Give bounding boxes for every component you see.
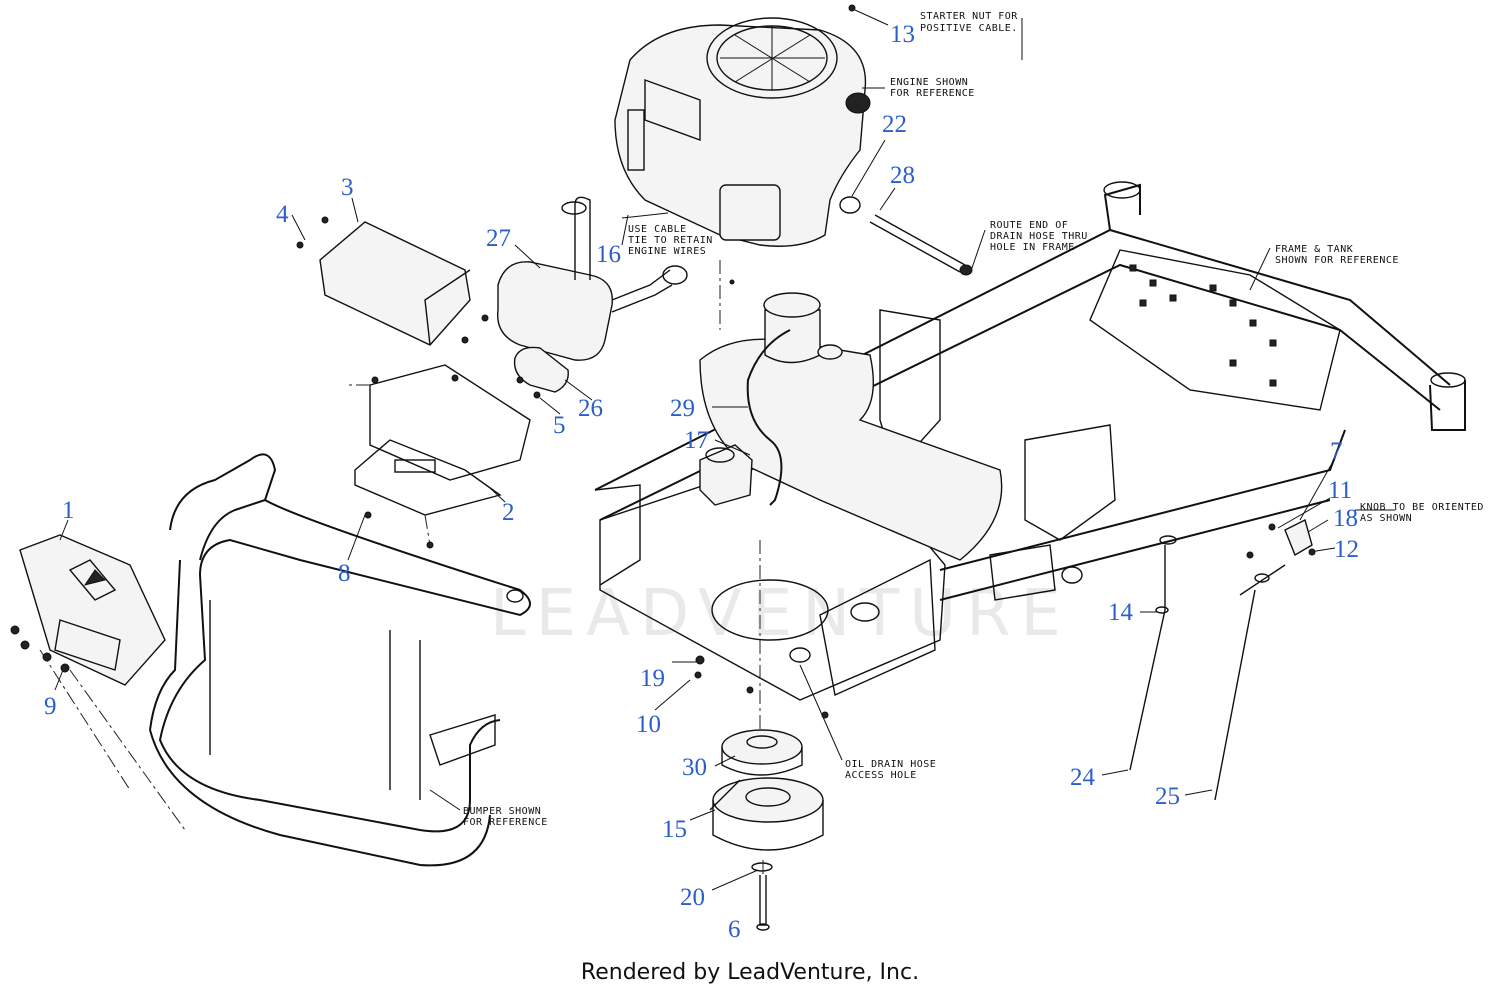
mounting-bracket [354,364,531,516]
callout-20: 20 [680,884,705,911]
callout-5: 5 [553,412,566,439]
throttle-cable [1214,564,1286,801]
note-frame-tank-2: SHOWN FOR REFERENCE [1275,255,1399,266]
note-bumper-1: BUMPER SHOWN [463,806,541,817]
footer-credit: Rendered by LeadVenture, Inc. [580,960,920,985]
callout-28: 28 [890,162,915,189]
callout-10: 10 [636,711,661,738]
callout-14: 14 [1108,599,1134,626]
fuel-tank [699,292,1003,561]
callout-9: 9 [44,693,57,720]
callout-2: 2 [502,499,515,526]
front-plate [19,534,166,686]
note-drain-hose-2: DRAIN HOSE THRU [990,231,1088,242]
callout-6: 6 [728,916,741,943]
callout-16: 16 [596,241,621,268]
callout-7: 7 [1330,438,1343,465]
engine [614,17,871,247]
frame-assembly [594,181,1466,701]
muffler [496,196,688,393]
callout-27: 27 [486,225,511,252]
callout-3: 3 [341,174,354,201]
bumper [149,453,531,867]
callout-18: 18 [1333,505,1358,532]
note-starter-nut-1: STARTER NUT FOR [920,11,1018,22]
note-oil-drain-1: OIL DRAIN HOSE [845,759,936,770]
choke-cable [1129,535,1177,771]
callout-26: 26 [578,395,603,422]
note-knob-1: KNOB TO BE ORIENTED [1360,502,1484,513]
drain-hose [839,196,973,276]
callout-17: 17 [684,427,709,454]
callout-4: 4 [276,201,289,228]
callout-30: 30 [682,754,707,781]
callout-15: 15 [662,816,687,843]
clutch-bolt [756,875,770,931]
callout-13: 13 [890,21,915,48]
callout-8: 8 [338,560,351,587]
callout-24: 24 [1070,764,1096,791]
callout-25: 25 [1155,783,1180,810]
note-drain-hose-3: HOLE IN FRAME [990,242,1075,253]
starter-solenoid [699,444,753,506]
hardware [10,4,1316,719]
assembly-lines [39,260,764,875]
note-engine-ref-2: FOR REFERENCE [890,88,975,99]
note-engine-ref-1: ENGINE SHOWN [890,77,968,88]
note-starter-nut-2: POSITIVE CABLE. [920,23,1018,34]
callout-12: 12 [1334,536,1359,563]
note-cable-tie-2: TIE TO RETAIN [628,235,713,246]
callout-22: 22 [882,111,907,138]
note-bumper-2: FOR REFERENCE [463,817,548,828]
note-cable-tie-3: ENGINE WIRES [628,246,706,257]
note-oil-drain-2: ACCESS HOLE [845,770,917,781]
knob-bracket [1284,518,1313,557]
electric-clutch [709,777,824,872]
heat-shield [319,221,471,346]
callout-29: 29 [670,395,695,422]
parts-diagram: LEADVENTURE [10,4,1484,943]
callout-11: 11 [1328,477,1352,504]
callout-19: 19 [640,665,665,692]
pulley [721,729,803,776]
callout-numbers: 1 2 3 4 5 6 7 8 9 10 11 12 13 14 15 16 1… [44,21,1359,943]
note-knob-2: AS SHOWN [1360,513,1412,524]
annotation-notes: STARTER NUT FOR POSITIVE CABLE. ENGINE S… [463,11,1484,828]
note-frame-tank-1: FRAME & TANK [1275,244,1353,255]
note-drain-hose-1: ROUTE END OF [990,220,1068,231]
callout-1: 1 [62,497,75,524]
note-cable-tie-1: USE CABLE [628,224,687,235]
watermark-text: LEADVENTURE [490,577,1071,651]
